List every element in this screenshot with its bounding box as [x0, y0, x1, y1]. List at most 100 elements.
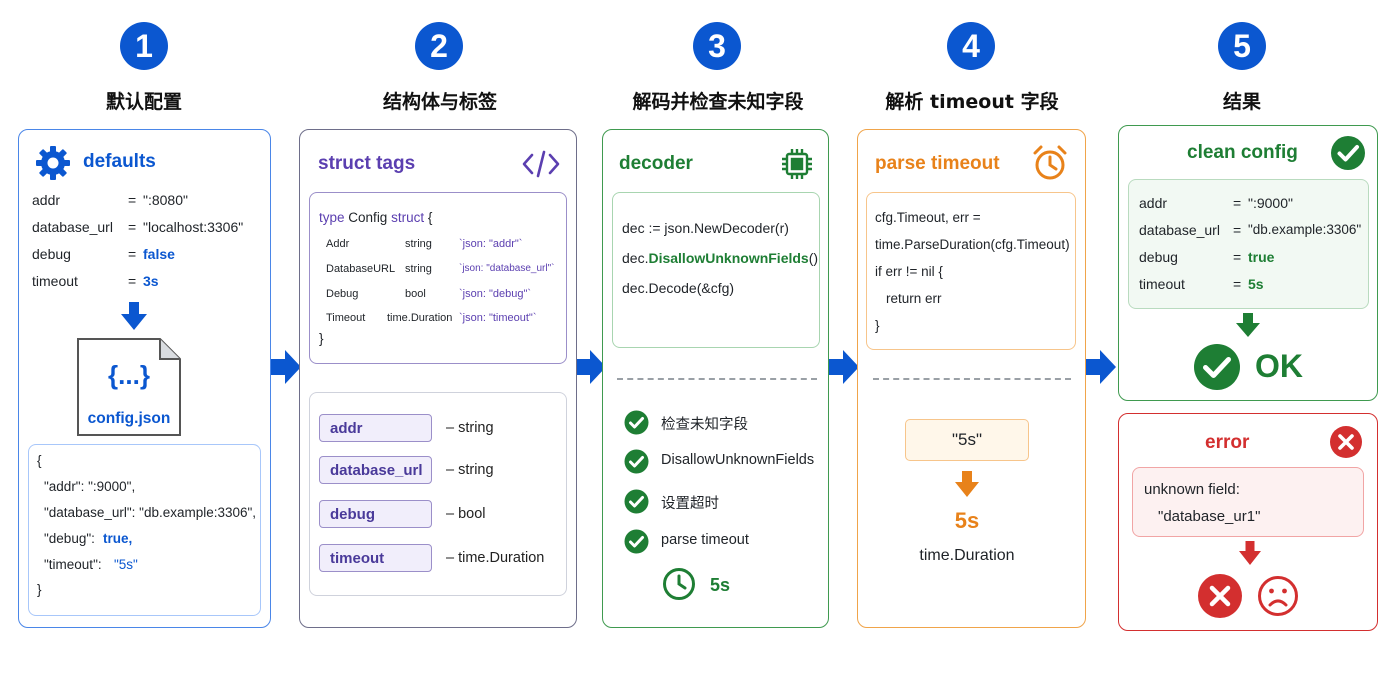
timeout-input-value: "5s" — [905, 419, 1029, 461]
decoder-code-line: dec.Decode(&cfg) — [622, 280, 735, 296]
arrow-down-icon — [121, 302, 147, 330]
default-key-debug: debug — [32, 246, 71, 262]
ok-check-icon — [1193, 343, 1241, 396]
arrow-right-icon — [576, 350, 606, 384]
decoder-code-line: dec.DisallowUnknownFields() — [622, 250, 819, 266]
clean-val-timeout: 5s — [1248, 276, 1264, 292]
step-3-badge: 3 — [693, 22, 741, 70]
struct-field-type: bool — [405, 288, 426, 300]
parse-code-line: } — [875, 318, 880, 333]
decoder-timer-value: 5s — [710, 575, 731, 595]
step-4-title: 解析 timeout 字段 — [885, 91, 1059, 113]
arrow-right-icon — [271, 350, 301, 384]
default-val-timeout: 3s — [143, 273, 159, 289]
chip-icon — [780, 147, 814, 186]
default-val-database-url: "localhost:3306" — [143, 219, 244, 235]
default-eq: = — [128, 219, 137, 235]
decoder-code-line: dec := json.NewDecoder(r) — [622, 220, 789, 236]
parse-code-line: cfg.Timeout, err = — [875, 210, 981, 225]
json-line: "database_url": "db.example:3306", — [44, 505, 257, 520]
default-eq: = — [128, 273, 137, 289]
default-key-database-url: database_url — [32, 219, 113, 235]
error-x-icon — [1329, 425, 1363, 464]
error-message-line1: unknown field: — [1144, 481, 1240, 498]
json-line: "addr": ":9000", — [44, 479, 136, 494]
mapping-type: – time.Duration — [446, 550, 545, 566]
check-circle-icon — [624, 489, 649, 519]
default-val-debug: false — [143, 246, 175, 262]
decoder-title: decoder — [619, 153, 693, 174]
struct-field-tag: `json: "timeout"` — [459, 312, 537, 324]
struct-code-close: } — [319, 331, 324, 346]
struct-field-name: DatabaseURL — [326, 263, 396, 275]
clean-key-debug: debug — [1139, 249, 1178, 265]
error-title: error — [1205, 432, 1250, 453]
check-circle-icon — [624, 410, 649, 440]
mapping-field-debug: debug — [319, 500, 432, 528]
step-3-title: 解码并检查未知字段 — [632, 91, 804, 113]
json-value-true: true, — [103, 531, 133, 546]
parse-code-line: if err != nil { — [875, 264, 943, 279]
struct-field-type: string — [405, 238, 432, 250]
clean-val-database-url: "db.example:3306" — [1248, 222, 1362, 237]
decoder-code-box — [612, 192, 820, 348]
decoder-check-label: 设置超时 — [661, 496, 719, 512]
decoder-check-label: DisallowUnknownFields — [661, 452, 815, 468]
struct-field-type: time.Duration — [387, 312, 453, 324]
struct-field-tag: `json: "addr"` — [459, 238, 523, 250]
clean-key-addr: addr — [1139, 195, 1168, 211]
clean-eq: = — [1233, 195, 1242, 211]
gear-icon — [34, 144, 72, 187]
clean-eq: = — [1233, 276, 1242, 292]
arrow-right-icon — [829, 350, 859, 384]
clean-eq: = — [1233, 222, 1242, 238]
code-icon — [522, 150, 560, 183]
default-eq: = — [128, 246, 137, 262]
json-line: "timeout": — [44, 557, 102, 572]
clean-eq: = — [1233, 249, 1242, 265]
arrow-right-icon — [1086, 350, 1116, 384]
json-file-icon — [76, 337, 182, 442]
default-eq: = — [128, 192, 137, 208]
step-2-badge: 2 — [415, 22, 463, 70]
struct-code-header: type Config struct { — [319, 210, 433, 225]
config-json-filename: config.json — [87, 410, 171, 427]
parse-code-line: time.ParseDuration(cfg.Timeout) — [875, 237, 1070, 252]
step-1-title: 默认配置 — [105, 91, 182, 113]
clean-val-debug: true — [1248, 249, 1275, 265]
mapping-type: – bool — [446, 506, 486, 522]
defaults-title: defaults — [83, 151, 156, 172]
mapping-type: – string — [446, 462, 494, 478]
clean-config-values-box — [1128, 179, 1369, 309]
clean-val-addr: ":9000" — [1248, 195, 1293, 211]
sad-face-icon — [1257, 575, 1299, 622]
check-circle-icon — [624, 449, 649, 479]
arrow-down-icon — [1236, 313, 1260, 337]
struct-field-name: Debug — [326, 288, 359, 300]
json-line: "debug": — [44, 531, 95, 546]
json-line: { — [37, 453, 42, 468]
error-message-box — [1132, 467, 1364, 537]
step-5-badge: 5 — [1218, 22, 1266, 70]
arrow-down-icon — [1239, 541, 1261, 565]
parse-timeout-title: parse timeout — [875, 153, 1000, 174]
timeout-output-value: 5s — [954, 508, 980, 533]
step-5-title: 结果 — [1222, 91, 1261, 113]
struct-code-box — [309, 192, 567, 364]
timeout-output-type: time.Duration — [919, 547, 1015, 564]
clean-key-database-url: database_url — [1139, 222, 1220, 238]
divider — [873, 378, 1071, 380]
alarm-clock-icon — [1031, 144, 1069, 187]
struct-field-tag: `json: "database_url"` — [459, 263, 555, 274]
arrow-down-icon — [955, 471, 979, 497]
struct-tags-title: struct tags — [318, 153, 416, 174]
step-1-badge: 1 — [120, 22, 168, 70]
default-key-timeout: timeout — [32, 273, 78, 289]
struct-field-type: string — [405, 263, 432, 275]
decoder-check-label: parse timeout — [661, 532, 749, 548]
step-2-title: 结构体与标签 — [382, 91, 497, 113]
check-circle-icon — [624, 529, 649, 559]
parse-code-line: return err — [886, 291, 942, 306]
step-4-badge: 4 — [947, 22, 995, 70]
default-val-addr: ":8080" — [143, 192, 188, 208]
